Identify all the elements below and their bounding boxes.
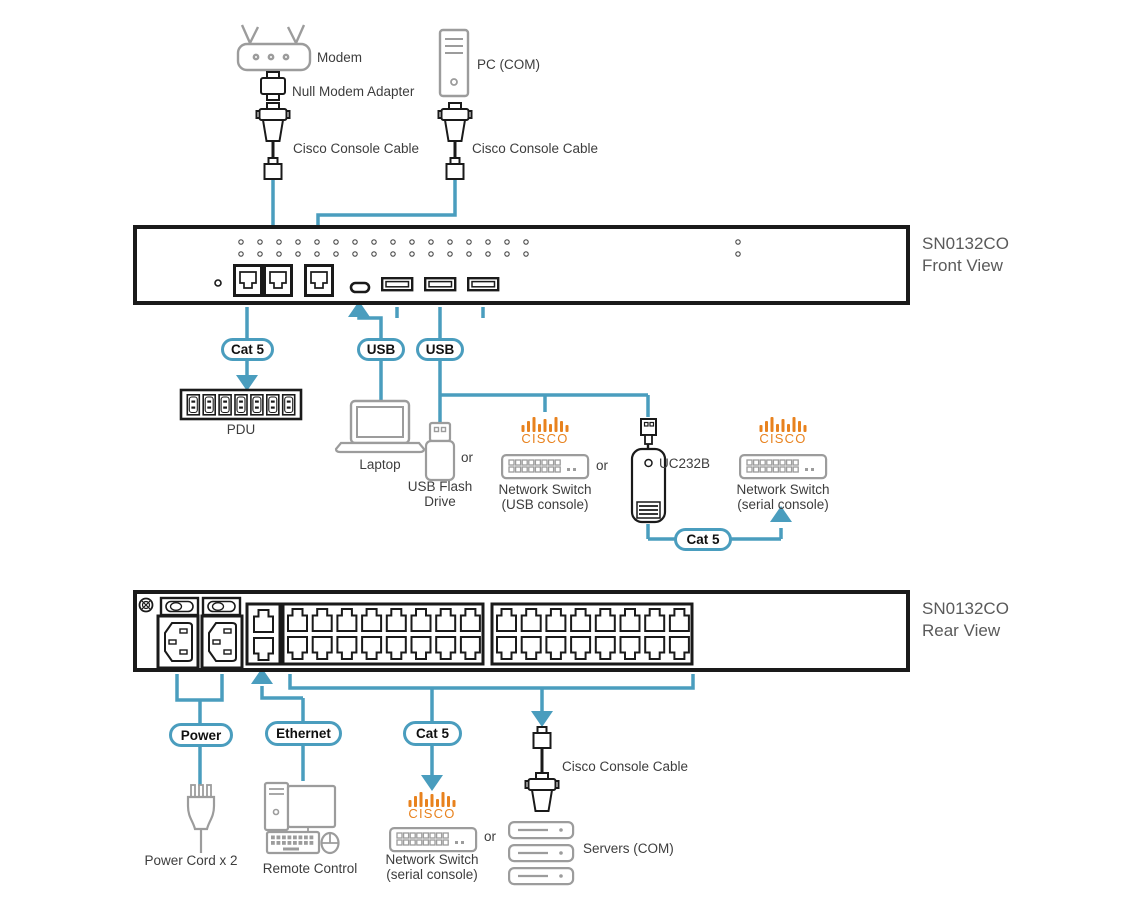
null-modem-adapter-label: Null Modem Adapter: [292, 84, 415, 99]
cisco-console-cable-label: Cisco Console Cable: [472, 141, 599, 156]
reset-button: [214, 279, 222, 287]
uc232b-label: UC232B: [659, 456, 711, 471]
power-cord-label: Power Cord x 2: [144, 853, 238, 868]
cisco-logo: [408, 792, 456, 807]
cat5-badge: Cat 5: [674, 528, 732, 551]
power-inlet: [156, 614, 200, 670]
power-badge: Power: [169, 723, 233, 747]
modem-icon: [236, 24, 312, 72]
servers-icon: [508, 820, 575, 886]
rj45-port: [263, 264, 293, 297]
db9-connector-icon: [255, 102, 291, 180]
uc232b-icon: [630, 418, 667, 524]
arrow-down-icon: [236, 375, 258, 391]
pc-tower-icon: [438, 28, 470, 98]
usb-port: [424, 277, 457, 292]
null-modem-adapter-icon: [260, 71, 286, 101]
cisco-console-cable-label: Cisco Console Cable: [562, 759, 689, 774]
remote-control-label: Remote Control: [262, 861, 358, 876]
laptop-icon: [334, 399, 426, 454]
power-switch: [159, 596, 200, 617]
cisco-logo: [759, 417, 807, 432]
network-switch-icon: [501, 454, 590, 480]
or-label: or: [461, 450, 474, 465]
serial-console-line: (serial console): [386, 867, 478, 882]
front-model: SN0132CO: [922, 234, 1009, 253]
cisco-wordmark: CISCO: [408, 806, 456, 821]
network-switch-usb-label: Network Switch (USB console): [493, 482, 597, 512]
rear-panel: [133, 590, 910, 672]
front-panel: [133, 225, 910, 305]
rear-model: SN0132CO: [922, 599, 1009, 618]
usb-flash-drive-icon: [424, 421, 456, 482]
pdu-icon: [179, 388, 303, 421]
cat5-badge: Cat 5: [221, 338, 274, 361]
modem-label: Modem: [317, 50, 363, 65]
network-switch-serial-label: Network Switch (serial console): [731, 482, 835, 512]
rj45-plug-icon: [532, 726, 552, 773]
cat5-badge: Cat 5: [403, 721, 462, 746]
power-switch: [201, 596, 242, 617]
usb-flash-line2: Drive: [424, 494, 456, 509]
servers-com-label: Servers (COM): [583, 841, 674, 856]
usb-badge: USB: [357, 338, 405, 361]
cisco-logo: [521, 417, 569, 432]
rj45-port: [304, 264, 334, 297]
micro-usb-port: [349, 281, 371, 294]
cisco-wordmark: CISCO: [521, 431, 569, 446]
cisco-console-cable-label: Cisco Console Cable: [293, 141, 420, 156]
rear-view-text: Rear View: [922, 621, 1001, 640]
front-view-text: Front View: [922, 256, 1003, 275]
pdu-label: PDU: [226, 422, 256, 437]
network-switch-icon: [738, 454, 828, 480]
rj45-port: [233, 264, 263, 297]
cisco-wordmark: CISCO: [759, 431, 807, 446]
arrow-down-icon: [531, 711, 553, 727]
power-plug-icon: [186, 784, 216, 853]
arrow-down-icon: [421, 775, 443, 791]
lan-port-block: [245, 602, 282, 666]
led-indicators: [238, 239, 741, 257]
network-switch-line: Network Switch: [736, 482, 830, 497]
usb-flash-drive-label: USB Flash Drive: [398, 479, 482, 509]
grounding-screw-icon: [138, 597, 154, 613]
laptop-label: Laptop: [359, 457, 401, 472]
front-view-title: SN0132CO Front View: [922, 233, 1009, 277]
or-label: or: [596, 458, 609, 473]
serial-port-bank-1: [281, 602, 485, 666]
network-switch-line: Network Switch: [385, 852, 479, 867]
usb-port: [381, 277, 414, 292]
usb-flash-line1: USB Flash: [407, 479, 473, 494]
network-switch-serial-label: Network Switch (serial console): [380, 852, 484, 882]
power-inlet: [200, 614, 244, 670]
network-switch-line: Network Switch: [498, 482, 592, 497]
db9-connector-icon: [437, 102, 473, 180]
connection-lines: [175, 180, 783, 786]
ethernet-badge: Ethernet: [265, 721, 342, 746]
network-switch-icon: [389, 826, 478, 853]
usb-port: [467, 277, 500, 292]
usb-console-line: (USB console): [501, 497, 589, 512]
serial-console-line: (serial console): [737, 497, 829, 512]
or-label: or: [484, 829, 497, 844]
usb-badge: USB: [416, 338, 464, 361]
db9-connector-icon: [524, 772, 560, 812]
pc-com-label: PC (COM): [477, 57, 540, 72]
rear-view-title: SN0132CO Rear View: [922, 598, 1009, 642]
remote-control-icon: [263, 781, 340, 855]
serial-port-bank-2: [490, 602, 694, 666]
